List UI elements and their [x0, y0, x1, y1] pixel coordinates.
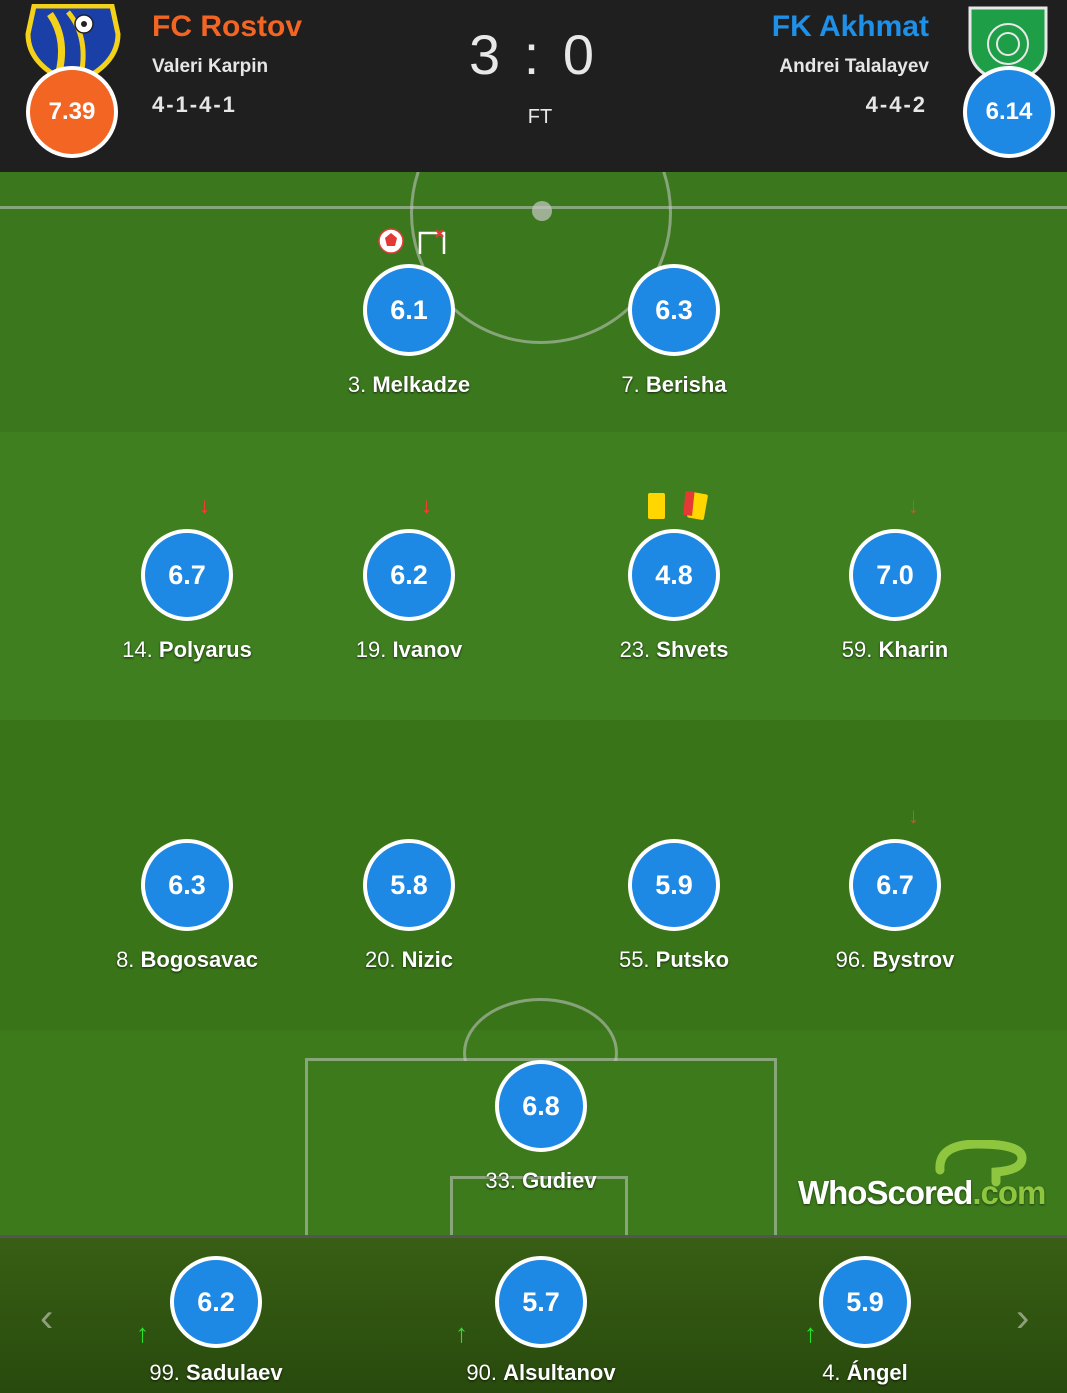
player-name: 7. Berisha — [621, 372, 727, 397]
player-name: 3. Melkadze — [347, 372, 471, 397]
player-rating: 6.2 — [363, 529, 455, 621]
player-rating: 6.1 — [363, 264, 455, 356]
away-manager: Andrei Talalayev — [779, 56, 929, 77]
sub-off-arrow-icon: ↓ — [908, 493, 919, 518]
player-name: 90. Alsultanov — [466, 1360, 616, 1385]
sub-off-arrow-icon: ↓ — [421, 493, 432, 518]
own-goal-icon — [378, 228, 404, 254]
home-formation: 4-1-4-1 — [152, 92, 237, 117]
player-rating: 7.0 — [849, 529, 941, 621]
player-name: 4. Ángel — [822, 1360, 908, 1385]
player-rating: 4.8 — [628, 529, 720, 621]
whoscored-logo: WhoScored.com — [798, 1140, 1058, 1220]
player-card[interactable]: 5.9 55. Putsko — [564, 839, 784, 973]
pitch: 6.1 3. Melkadze 6.3 7. Berisha ↓ 6.7 14.… — [0, 172, 1067, 1235]
sub-off-arrow-icon: ↓ — [199, 493, 210, 518]
player-name: 96. Bystrov — [835, 947, 955, 972]
player-card[interactable]: 5.8 20. Nizic — [299, 839, 519, 973]
player-card[interactable]: 6.3 8. Bogosavac — [77, 839, 297, 973]
player-rating: 6.3 — [628, 264, 720, 356]
home-team-rating: 7.39 — [26, 66, 118, 158]
penalty-box — [305, 1058, 777, 1235]
player-name: 14. Polyarus — [122, 637, 252, 662]
match-status: FT — [527, 106, 553, 128]
player-card[interactable]: 4.8 23. Shvets — [564, 491, 784, 663]
chevron-right-icon[interactable]: › — [1016, 1296, 1030, 1340]
sub-player-card[interactable]: ↑ 6.2 99. Sadulaev — [106, 1256, 326, 1386]
player-rating: 5.9 — [819, 1256, 911, 1348]
match-header: 7.39 FC Rostov Valeri Karpin 4-1-4-1 3 :… — [0, 0, 1067, 172]
player-name: 33. Gudiev — [485, 1168, 597, 1193]
chevron-left-icon[interactable]: ‹ — [40, 1296, 54, 1340]
six-yard-box — [450, 1176, 628, 1235]
second-yellow-card-icon — [686, 491, 709, 521]
sub-player-card[interactable]: ↑ 5.9 4. Ángel — [755, 1256, 975, 1386]
missed-shot-icon — [418, 230, 446, 254]
player-card[interactable]: ↓ 6.7 96. Bystrov — [785, 803, 1005, 973]
sub-on-arrow-icon: ↑ — [804, 1318, 817, 1348]
player-rating: 6.2 — [170, 1256, 262, 1348]
home-manager: Valeri Karpin — [152, 56, 269, 77]
sub-player-card[interactable]: ↑ 5.7 90. Alsultanov — [431, 1256, 651, 1386]
player-rating: 6.8 — [495, 1060, 587, 1152]
penalty-arc — [463, 998, 618, 1108]
player-rating: 5.7 — [495, 1256, 587, 1348]
player-name: 55. Putsko — [618, 947, 730, 972]
player-card[interactable]: ↓ 6.7 14. Polyarus — [77, 493, 297, 663]
substitutes-bar: ‹ ↑ 6.2 99. Sadulaev ↑ 5.7 90. Alsultano… — [0, 1235, 1067, 1393]
player-rating: 6.3 — [141, 839, 233, 931]
player-name: 19. Ivanov — [355, 637, 463, 662]
match-score: 3 : 0 — [469, 23, 598, 86]
player-name: 20. Nizic — [364, 947, 454, 972]
player-rating: 6.7 — [141, 529, 233, 621]
center-spot — [532, 201, 552, 221]
player-rating: 5.8 — [363, 839, 455, 931]
away-team-rating: 6.14 — [963, 66, 1055, 158]
player-rating: 5.9 — [628, 839, 720, 931]
whoscored-question-mark-icon — [935, 1140, 1027, 1187]
yellow-card-icon — [648, 493, 665, 519]
sub-on-arrow-icon: ↑ — [455, 1318, 468, 1348]
sub-on-arrow-icon: ↑ — [136, 1318, 149, 1348]
player-card[interactable]: 6.3 7. Berisha — [564, 264, 784, 398]
player-name: 8. Bogosavac — [116, 947, 258, 972]
home-team-name[interactable]: FC Rostov — [152, 10, 302, 43]
sub-off-arrow-icon: ↓ — [908, 803, 919, 828]
player-name: 23. Shvets — [619, 637, 729, 662]
player-rating: 6.7 — [849, 839, 941, 931]
away-formation: 4-4-2 — [865, 92, 927, 117]
player-card[interactable]: ↓ 7.0 59. Kharin — [785, 493, 1005, 663]
player-name: 59. Kharin — [841, 637, 949, 662]
player-card[interactable]: ↓ 6.2 19. Ivanov — [299, 493, 519, 663]
player-card[interactable]: 6.1 3. Melkadze — [299, 228, 519, 398]
player-name: 99. Sadulaev — [149, 1360, 283, 1385]
player-card[interactable]: 6.8 33. Gudiev — [431, 1060, 651, 1194]
away-team-name[interactable]: FK Akhmat — [771, 10, 929, 43]
